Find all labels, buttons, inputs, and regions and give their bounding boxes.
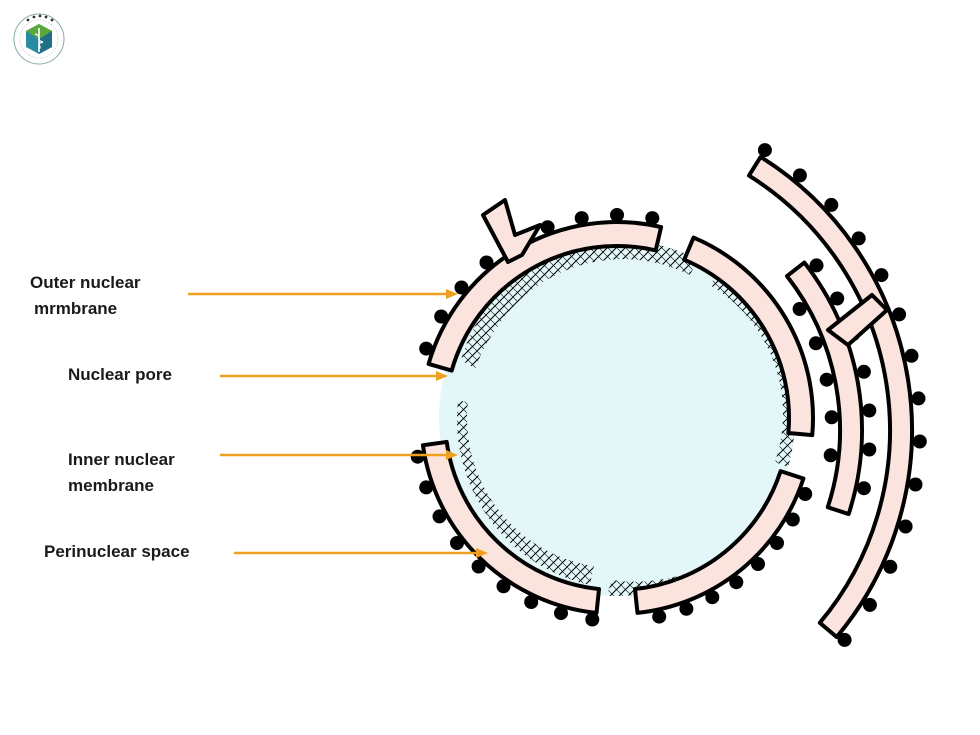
ribosomes bbox=[410, 143, 927, 647]
ribosome bbox=[585, 612, 600, 627]
membranes bbox=[420, 154, 914, 639]
ribosome bbox=[610, 208, 624, 222]
envelope-segment-top bbox=[426, 220, 664, 373]
label-arrows bbox=[188, 289, 488, 558]
ribosome bbox=[851, 231, 866, 246]
ribosome bbox=[419, 341, 434, 356]
ribosome bbox=[496, 579, 511, 594]
ribosome bbox=[819, 372, 834, 387]
ribosome bbox=[419, 480, 434, 495]
ribosome bbox=[798, 487, 813, 501]
er-junction-left bbox=[481, 198, 542, 264]
envelope-segment-lower-right bbox=[632, 469, 806, 615]
ribosome bbox=[454, 280, 469, 295]
ribosome bbox=[809, 258, 824, 273]
ribosome bbox=[770, 536, 784, 550]
ribosome bbox=[862, 403, 877, 418]
label-outer-nuclear-line2: mrmbrane bbox=[34, 299, 118, 318]
university-logo bbox=[13, 13, 65, 65]
ribosome bbox=[898, 519, 913, 534]
ribosome bbox=[823, 448, 838, 463]
ribosome bbox=[856, 364, 871, 379]
ribosome bbox=[824, 410, 839, 425]
er-arc-outer bbox=[746, 154, 914, 639]
label-inner-nuclear-line2: membrane bbox=[68, 476, 154, 495]
ribosome bbox=[856, 481, 871, 496]
ribosome bbox=[785, 512, 800, 527]
label-outer-nuclear: Outer nuclear bbox=[30, 273, 141, 292]
er-junction-right bbox=[826, 293, 889, 347]
ribosome bbox=[652, 609, 667, 624]
ribosome bbox=[434, 309, 449, 324]
ribosome bbox=[479, 255, 494, 270]
ribosome bbox=[554, 606, 568, 621]
ribosome bbox=[912, 434, 927, 449]
ribosome bbox=[830, 291, 845, 306]
ribosome bbox=[883, 559, 898, 574]
ribosome bbox=[904, 348, 919, 363]
ribosome bbox=[908, 477, 923, 492]
ribosome bbox=[792, 302, 807, 316]
ribosome bbox=[824, 197, 839, 212]
ribosome bbox=[574, 211, 589, 226]
ribosome bbox=[792, 168, 807, 183]
envelope-segment-right bbox=[682, 235, 815, 438]
ribosome bbox=[751, 557, 765, 571]
envelope-segment-left bbox=[420, 439, 602, 615]
ribosome bbox=[874, 268, 889, 283]
ribosome bbox=[808, 336, 823, 351]
label-nuclear-pore: Nuclear pore bbox=[68, 365, 172, 384]
label-inner-nuclear: Inner nuclear bbox=[68, 450, 175, 469]
nucleoplasm bbox=[439, 240, 795, 596]
ribosome bbox=[410, 449, 425, 464]
ribosome bbox=[862, 597, 877, 612]
ribosome bbox=[911, 391, 926, 406]
ribosome bbox=[524, 595, 539, 609]
ribosome bbox=[645, 211, 660, 226]
ribosome bbox=[705, 590, 720, 605]
ribosome bbox=[679, 601, 694, 616]
ribosome bbox=[540, 220, 555, 235]
ribosome bbox=[450, 536, 464, 550]
ribosome bbox=[432, 509, 447, 524]
ribosome bbox=[471, 559, 486, 574]
ribosome bbox=[837, 632, 852, 647]
label-perinuclear-space: Perinuclear space bbox=[44, 542, 190, 561]
ribosome bbox=[862, 442, 877, 457]
ribosome bbox=[729, 575, 744, 590]
ribosome bbox=[892, 307, 907, 322]
ribosome bbox=[757, 143, 772, 158]
